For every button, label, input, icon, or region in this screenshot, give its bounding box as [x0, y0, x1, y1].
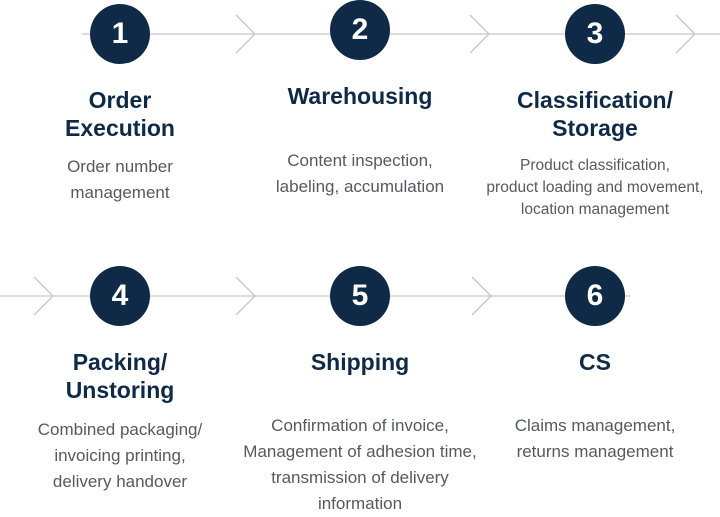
- step-description: Product classification, product loading …: [486, 157, 704, 218]
- step-title: Classification/ Storage: [517, 87, 673, 141]
- step-2: 2 Warehousing Content inspection, labeli…: [240, 0, 480, 200]
- step-description: Order number management: [67, 157, 173, 202]
- step-number-badge: 4: [90, 266, 150, 326]
- step-number-badge: 5: [330, 266, 390, 326]
- step-3: 3 Classification/ Storage Product classi…: [475, 4, 715, 221]
- chevron-right-icon: [469, 14, 490, 54]
- step-description: Combined packaging/ invoicing printing, …: [37, 420, 203, 491]
- step-title: Warehousing: [287, 83, 433, 109]
- step-description: Confirmation of invoice, Management of a…: [243, 416, 477, 513]
- step-title: Shipping: [310, 349, 410, 375]
- step-6: 6 CS Claims management, returns manageme…: [475, 266, 715, 465]
- step-5: 5 Shipping Confirmation of invoice, Mana…: [240, 266, 480, 517]
- chevron-right-icon: [33, 276, 54, 316]
- step-4: 4 Packing/ Unstoring Combined packaging/…: [0, 266, 240, 495]
- chevron-right-icon: [235, 14, 256, 54]
- step-1: 1 Order Execution Order number managemen…: [0, 4, 240, 206]
- step-description: Content inspection, labeling, accumulati…: [275, 151, 445, 196]
- step-title: Packing/ Unstoring: [65, 349, 175, 403]
- step-description: Claims management, returns management: [514, 416, 676, 461]
- chevron-right-icon: [235, 276, 256, 316]
- chevron-right-icon: [675, 14, 696, 54]
- step-title: CS: [579, 349, 611, 375]
- step-number-badge: 1: [90, 4, 150, 64]
- step-number-badge: 6: [565, 266, 625, 326]
- step-title: Order Execution: [65, 87, 175, 141]
- step-number-badge: 2: [330, 0, 390, 60]
- step-number-badge: 3: [565, 4, 625, 64]
- chevron-right-icon: [471, 276, 492, 316]
